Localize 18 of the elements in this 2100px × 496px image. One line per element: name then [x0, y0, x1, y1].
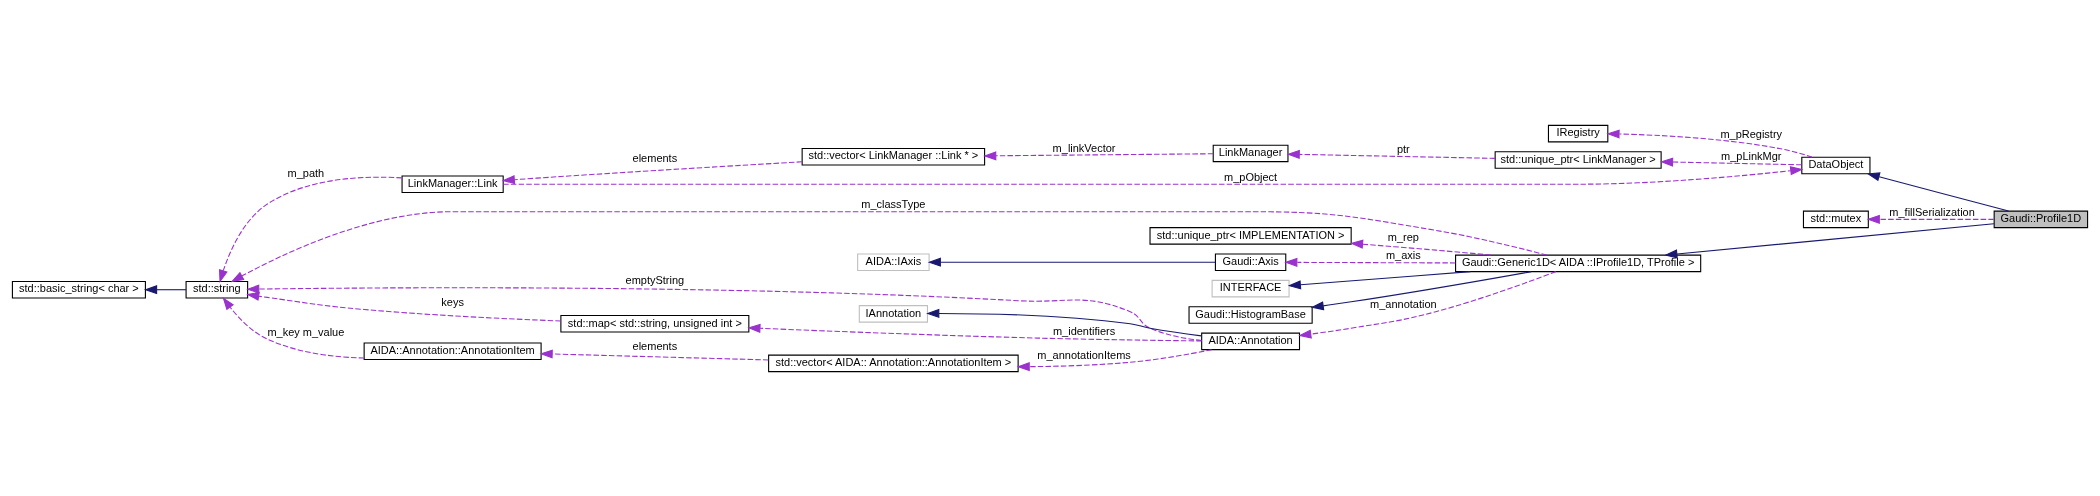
edge-label: m_fillSerialization	[1889, 205, 1975, 218]
edge-label: keys	[441, 295, 464, 308]
edge-label: elements	[632, 339, 678, 352]
edge-label: m_linkVector	[1052, 141, 1116, 154]
edge-label: m_rep	[1387, 230, 1419, 243]
edge-label: elements	[632, 151, 678, 164]
edge-label: m_pRegistry	[1720, 127, 1783, 140]
edge-label: m_key m_value	[267, 325, 345, 338]
edge-label: m_path	[287, 166, 325, 179]
edge-label: m_pObject	[1224, 170, 1278, 183]
edge-label: m_axis	[1385, 248, 1421, 261]
edge-label: emptyString	[625, 273, 685, 286]
edge-label: ptr	[1396, 142, 1410, 155]
edge-label: m_pLinkMgr	[1721, 149, 1782, 162]
edge-label: m_identifiers	[1052, 324, 1116, 337]
edge-label: m_annotation	[1370, 297, 1437, 310]
edge-label: m_classType	[861, 197, 926, 210]
edge-label: m_annotationItems	[1037, 348, 1131, 361]
